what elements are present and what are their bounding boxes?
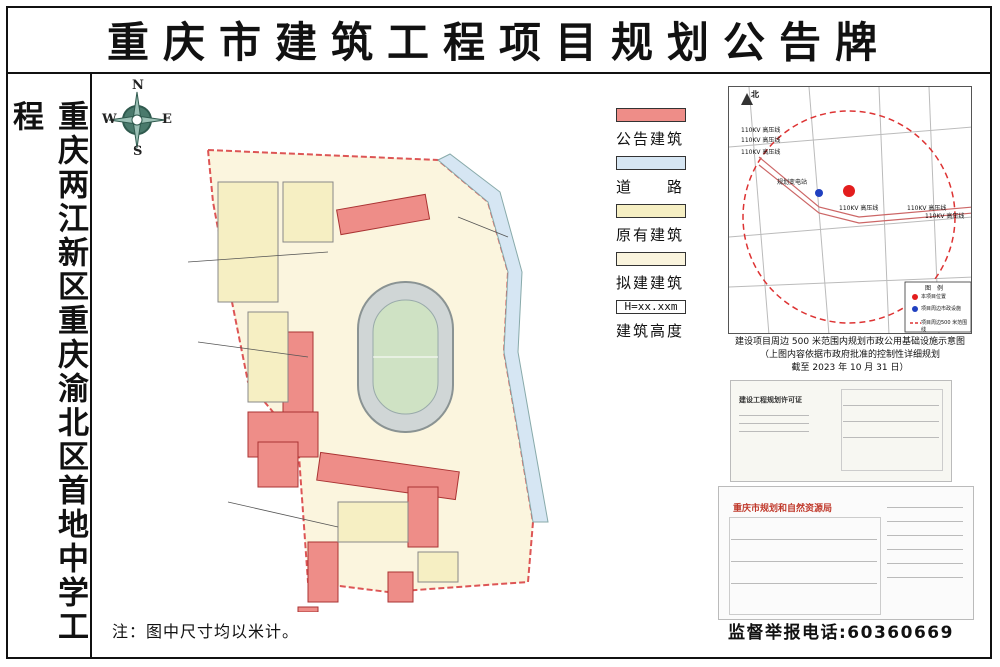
report-hotline: 监督举报电话:60360669 [728, 623, 954, 643]
compass-n: N [132, 78, 144, 93]
legend-item-road: 道 路 [616, 156, 736, 204]
legend-swatch [616, 108, 686, 122]
title-bar: 重庆市建筑工程项目规划公告牌 [6, 6, 992, 74]
compass-w: W [102, 112, 117, 127]
main-area: N S W E [92, 72, 992, 659]
legend: 公告建筑 道 路 原有建筑 拟建建筑 H=xx.xxm 建筑高度 [616, 108, 736, 348]
infra-legend-title: 图 例 [925, 285, 944, 292]
board-title: 重庆市建筑工程项目规划公告牌 [106, 17, 891, 67]
infra-legend-item: 项目周边500 米范围线 [921, 320, 968, 333]
compass-s: S [133, 144, 143, 159]
compass-rose-icon: N S W E [102, 78, 172, 160]
board-frame [6, 6, 992, 659]
line-label: 110KV 高压线 [907, 205, 947, 212]
infra-legend-item: 项目周边市政设施 [921, 306, 962, 312]
site-plan-map [187, 142, 588, 613]
legend-label: 拟建建筑 [616, 274, 685, 292]
caption-line: 截至 2023 年 10 月 31 日） [791, 363, 909, 373]
legend-item-height: H=xx.xxm 建筑高度 [616, 300, 736, 348]
legend-item-proposed: 拟建建筑 [616, 252, 736, 300]
notice-document: 重庆市规划和自然资源局 [718, 486, 974, 620]
infra-caption: 建设项目周边 500 米范围内规划市政公用基础设施示意图 （上图内容依据市政府批… [728, 336, 972, 375]
legend-swatch [616, 156, 686, 170]
infra-map: 北 110KV 高压线 110KV 高压线 110KV 高压线 110KV 高压… [728, 86, 972, 334]
substation-label: 规划变电站 [777, 179, 808, 186]
line-label: 110KV 高压线 [925, 213, 965, 220]
project-name: 重庆两江新区重庆渝北区首地中学工程 [7, 100, 88, 644]
compass-e: E [162, 112, 172, 127]
measurement-note: 注：图中尺寸均以米计。 [112, 622, 300, 641]
legend-label: 道 路 [616, 178, 685, 196]
caption-line: 建设项目周边 500 米范围内规划市政公用基础设施示意图 [735, 337, 965, 347]
permit-document: 建设工程规划许可证 [730, 380, 952, 482]
line-label: 110KV 高压线 [839, 205, 879, 212]
permit-title: 建设工程规划许可证 [739, 396, 802, 404]
legend-label: 建筑高度 [616, 322, 685, 340]
infra-legend-item: 本项目位置 [921, 294, 947, 300]
legend-item-announced: 公告建筑 [616, 108, 736, 156]
legend-swatch [616, 204, 686, 218]
legend-item-existing: 原有建筑 [616, 204, 736, 252]
line-label: 110KV 高压线 [741, 149, 781, 156]
notice-title: 重庆市规划和自然资源局 [733, 504, 833, 514]
legend-code: H=xx.xxm [616, 300, 686, 314]
project-name-column: 重庆两江新区重庆渝北区首地中学工程 [6, 72, 92, 659]
legend-swatch [616, 252, 686, 266]
line-label: 110KV 高压线 [741, 127, 781, 134]
north-label: 北 [751, 90, 759, 99]
caption-line: （上图内容依据市政府批准的控制性详细规划 [759, 350, 940, 360]
legend-label: 原有建筑 [616, 226, 685, 244]
line-label: 110KV 高压线 [741, 137, 781, 144]
legend-label: 公告建筑 [616, 130, 685, 148]
